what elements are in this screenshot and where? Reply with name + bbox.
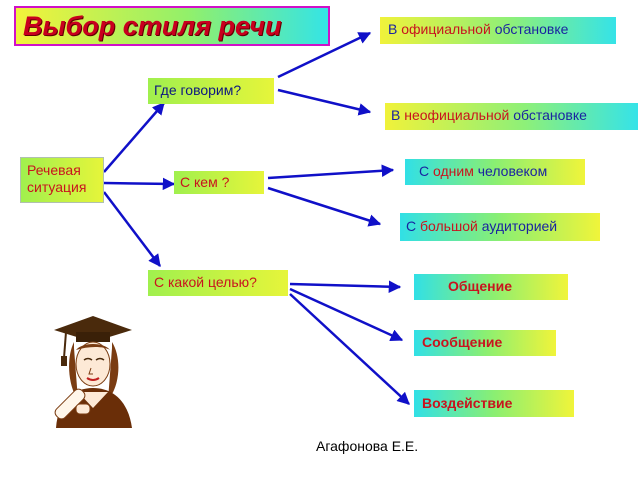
answer-big-word-3: аудиторией	[481, 218, 558, 234]
arrow-root-where	[103, 102, 165, 173]
answer-official-word-1: В	[388, 21, 398, 37]
root-label: Речевая ситуация	[27, 162, 87, 195]
question-where: Где говорим?	[148, 78, 274, 104]
answer-message: Сообщение	[414, 330, 556, 356]
answer-big-audience: С большой аудиторией	[400, 213, 600, 241]
question-whom: С кем ?	[174, 171, 264, 194]
arrow-where-unofficial	[277, 88, 372, 116]
answer-big-word-1: С	[406, 218, 417, 234]
arrow-root-whom	[103, 177, 176, 191]
answer-influence: Воздействие	[414, 390, 574, 417]
answer-one-word-3: человеком	[477, 163, 548, 179]
question-why: С какой целью?	[148, 270, 288, 296]
arrow-why-message	[289, 287, 404, 342]
question-where-label: Где говорим?	[154, 82, 242, 98]
answer-message-label: Сообщение	[422, 334, 503, 350]
answer-unofficial: В неофициальной обстановке	[385, 103, 638, 130]
question-why-label: С какой целью?	[154, 274, 257, 290]
arrow-why-communication	[289, 280, 402, 293]
answer-one-word-1: С	[419, 163, 430, 179]
answer-official-word-3: обстановке	[494, 21, 569, 37]
arrow-root-why	[103, 191, 161, 267]
answer-one-person: С одним человеком	[405, 159, 585, 185]
answer-big-word-2: большой	[420, 218, 478, 234]
arrow-where-official	[277, 31, 372, 79]
page-title: Выбор стиля речи	[14, 6, 330, 46]
answer-official: В официальной обстановке	[380, 17, 616, 44]
root-node: Речевая ситуация	[20, 157, 104, 203]
answer-unofficial-word-3: обстановке	[513, 107, 587, 123]
answer-influence-label: Воздействие	[422, 395, 513, 411]
arrow-whom-big	[267, 186, 382, 227]
arrow-whom-one	[267, 164, 395, 180]
answer-unofficial-word-2: неофициальной	[404, 107, 510, 123]
author-credit: Агафонова Е.Е.	[316, 438, 419, 454]
graduate-woman-icon	[54, 316, 132, 428]
answer-unofficial-word-1: В	[391, 107, 401, 123]
answer-communication-label: Общение	[448, 278, 512, 294]
answer-one-word-2: одним	[433, 163, 474, 179]
answer-official-word-2: официальной	[401, 21, 491, 37]
answer-communication: Общение	[414, 274, 568, 300]
arrow-why-influence	[289, 293, 410, 405]
question-whom-label: С кем ?	[180, 174, 230, 190]
